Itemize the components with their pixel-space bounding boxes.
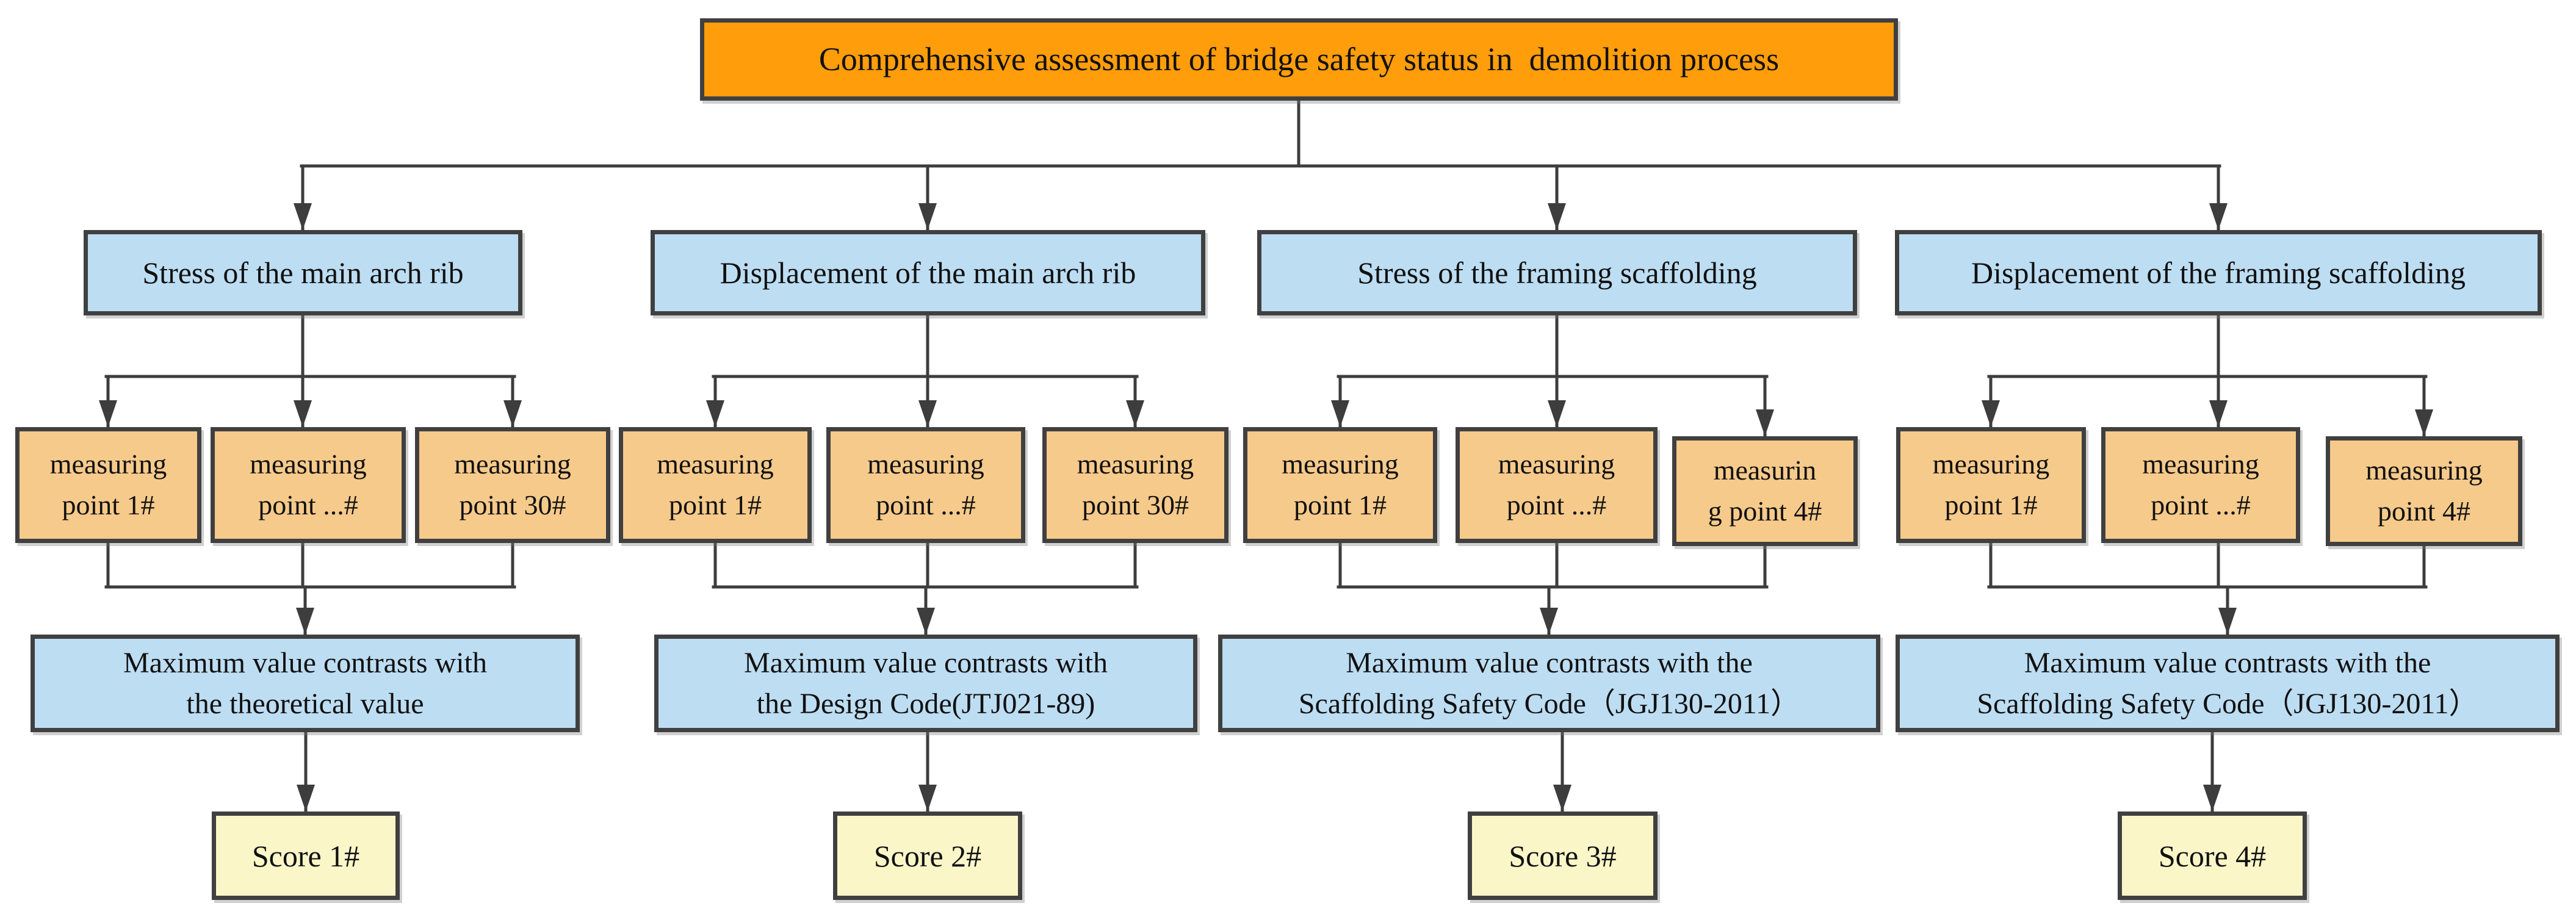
measuring-point-box: measuring point 1#: [619, 427, 812, 543]
score-label: Score 3#: [1509, 838, 1617, 873]
label-line: measuring: [1932, 448, 2050, 480]
label-line: the theoretical value: [186, 688, 424, 720]
measuring-point-box: measuring point ...#: [211, 427, 406, 543]
label-line: Scaffolding Safety Code（JGJ130-2011）: [1298, 688, 1800, 720]
category-box-displacement-scaffolding: Displacement of the framing scaffolding: [1895, 230, 2542, 315]
contrast-box-design-code: Maximum value contrasts with the Design …: [654, 635, 1197, 732]
measuring-point-box: measuring point 30#: [415, 427, 610, 543]
label-line: measuring: [2142, 448, 2259, 480]
label-line: point ...#: [2151, 489, 2251, 520]
label-line: point 30#: [459, 489, 566, 520]
label-line: point 1#: [1944, 489, 2038, 520]
label-line: Scaffolding Safety Code（JGJ130-2011）: [1977, 688, 2478, 720]
score-box-4: Score 4#: [2118, 811, 2307, 900]
label-line: point ...#: [876, 489, 976, 520]
measuring-point-box: measuring point ...#: [2101, 427, 2300, 543]
label-line: point 4#: [2377, 495, 2471, 527]
category-box-stress-arch: Stress of the main arch rib: [84, 230, 522, 315]
root-box: Comprehensive assessment of bridge safet…: [700, 18, 1898, 101]
label-line: Maximum value contrasts with: [744, 646, 1108, 679]
label-line: g point 4#: [1708, 495, 1822, 527]
category-label: Displacement of the framing scaffolding: [1971, 256, 2466, 290]
label-line: point 1#: [668, 489, 762, 520]
measuring-point-box: measurin g point 4#: [1672, 436, 1858, 546]
score-label: Score 1#: [251, 838, 360, 873]
measuring-point-box: measuring point 1#: [1243, 427, 1437, 543]
label-line: point 1#: [62, 489, 155, 520]
measuring-point-box: measuring point ...#: [826, 427, 1025, 543]
measuring-point-box: measuring point 4#: [2326, 436, 2522, 546]
score-box-2: Score 2#: [833, 811, 1022, 900]
label-line: the Design Code(JTJ021-89): [756, 688, 1095, 720]
label-line: Maximum value contrasts with: [123, 646, 487, 679]
category-label: Stress of the framing scaffolding: [1357, 256, 1757, 290]
category-box-displacement-arch: Displacement of the main arch rib: [651, 230, 1205, 315]
score-label: Score 4#: [2158, 838, 2267, 873]
label-line: point 1#: [1293, 489, 1387, 520]
measuring-point-box: measuring point ...#: [1456, 427, 1658, 543]
score-box-1: Score 1#: [212, 811, 400, 900]
label-line: measuring: [49, 448, 167, 480]
category-box-stress-scaffolding: Stress of the framing scaffolding: [1257, 230, 1857, 315]
label-line: Maximum value contrasts with the: [2024, 646, 2431, 679]
label-line: measuring: [1282, 448, 1399, 480]
label-line: Maximum value contrasts with the: [1346, 646, 1753, 679]
contrast-box-scaffolding-code-1: Maximum value contrasts with the Scaffol…: [1218, 635, 1880, 732]
label-line: measuring: [657, 448, 774, 480]
label-line: measurin: [1713, 455, 1817, 486]
score-box-3: Score 3#: [1468, 811, 1658, 900]
score-label: Score 2#: [873, 838, 982, 873]
contrast-box-scaffolding-code-2: Maximum value contrasts with the Scaffol…: [1896, 635, 2560, 732]
label-line: measuring: [867, 448, 984, 480]
label-line: measuring: [1498, 448, 1615, 480]
label-line: measuring: [454, 448, 571, 480]
measuring-point-box: measuring point 1#: [15, 427, 201, 543]
label-line: measuring: [1077, 448, 1194, 480]
label-line: measuring: [250, 448, 367, 480]
category-label: Displacement of the main arch rib: [720, 256, 1136, 290]
label-line: measuring: [2365, 455, 2483, 486]
label-line: point ...#: [258, 489, 358, 520]
root-label: Comprehensive assessment of bridge safet…: [818, 40, 1780, 77]
label-line: point ...#: [1506, 489, 1607, 520]
label-line: point 30#: [1081, 489, 1189, 520]
category-label: Stress of the main arch rib: [142, 256, 464, 290]
measuring-point-box: measuring point 1#: [1896, 427, 2086, 543]
contrast-box-theoretical: Maximum value contrasts with the theoret…: [31, 635, 580, 732]
measuring-point-box: measuring point 30#: [1042, 427, 1228, 543]
